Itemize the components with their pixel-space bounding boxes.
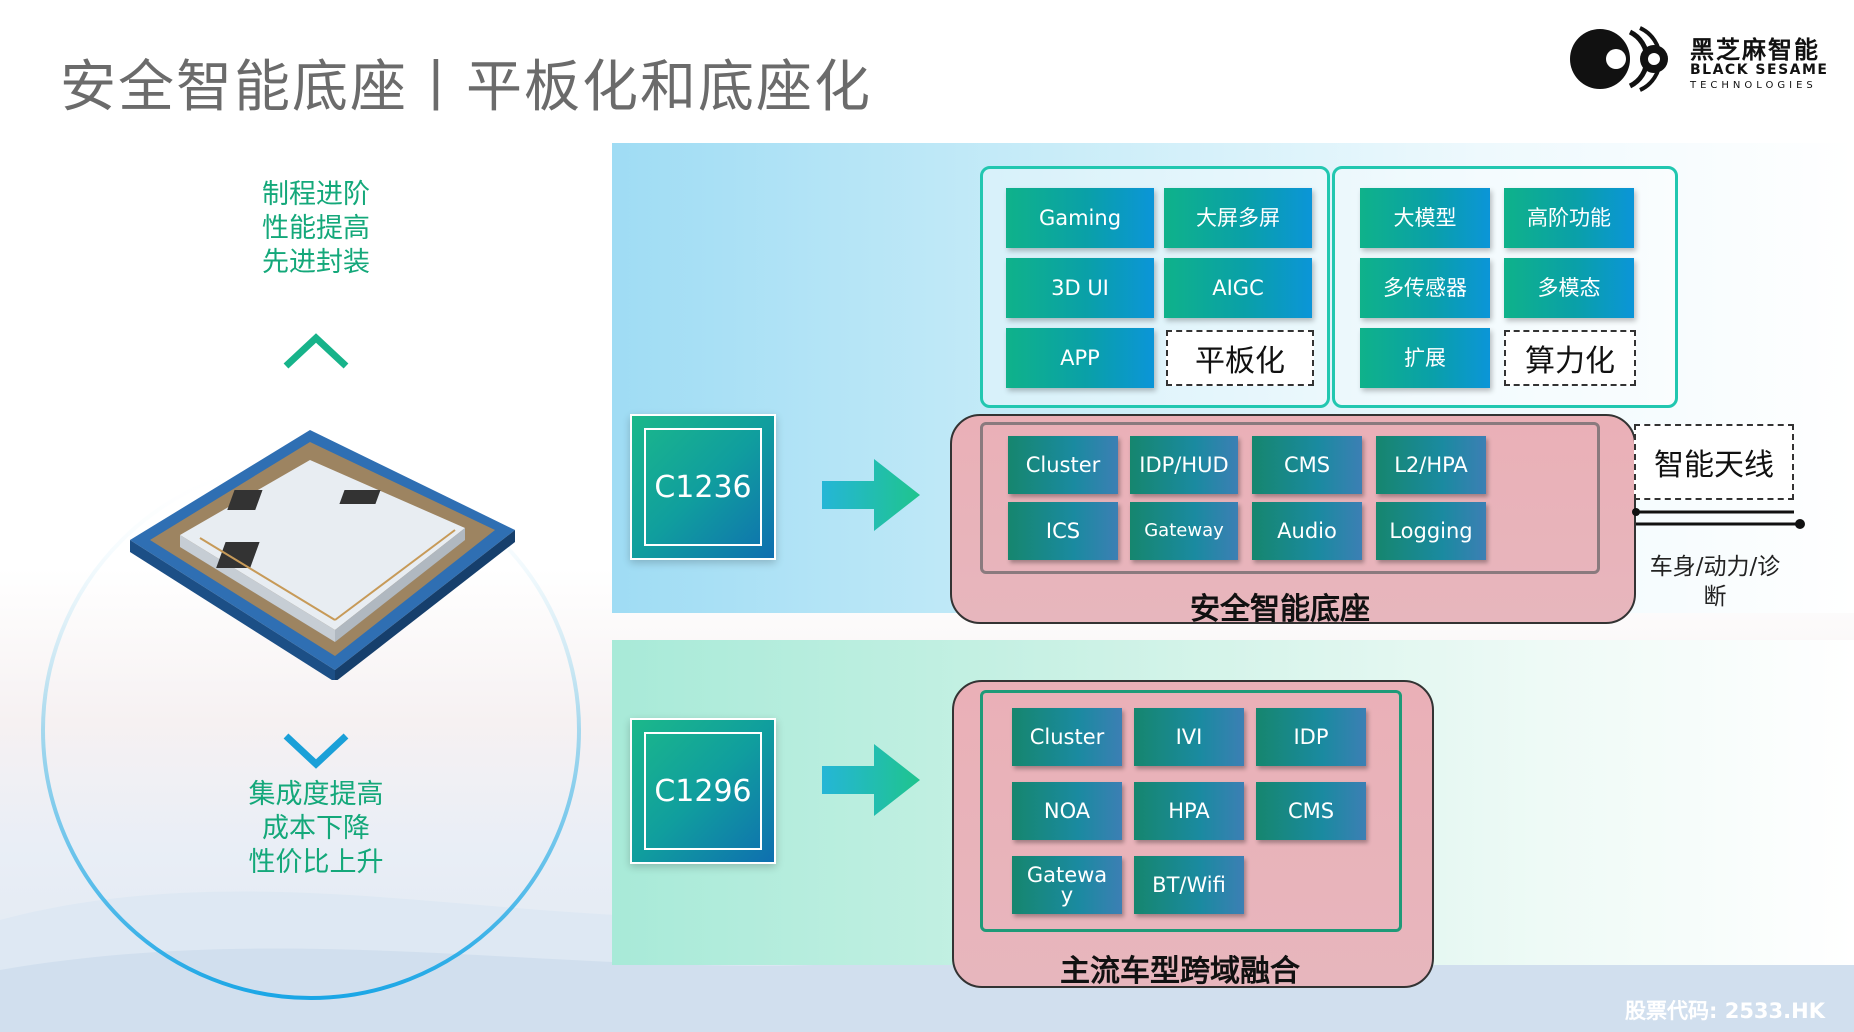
arrow-right-icon <box>822 744 920 816</box>
compute-label: 算力化 <box>1504 330 1636 386</box>
safety-base-inner-frame <box>980 422 1600 574</box>
safety-base-caption: 安全智能底座 <box>1190 592 1370 627</box>
safety-base-item: L2/HPA <box>1376 436 1486 494</box>
safety-base-item: ICS <box>1008 502 1118 560</box>
compute-item: 多模态 <box>1504 258 1634 318</box>
advantage-up-line: 制程进阶 <box>262 179 370 210</box>
fusion-item: BT/Wifi <box>1134 856 1244 914</box>
safety-base-item: Logging <box>1376 502 1486 560</box>
chip-c1236-label: C1236 <box>644 428 762 546</box>
stock-code: 股票代码: 2533.HK <box>1625 999 1825 1023</box>
compute-item: 扩展 <box>1360 328 1490 388</box>
fusion-inner-frame <box>980 690 1402 932</box>
fusion-item: IDP <box>1256 708 1366 766</box>
safety-base-item: IDP/HUD <box>1130 436 1238 494</box>
arrow-right-icon <box>822 459 920 531</box>
advantage-down-list: 集成度提高 成本下降 性价比上升 <box>206 778 426 880</box>
safety-base-item: Audio <box>1252 502 1362 560</box>
compute-item: 高阶功能 <box>1504 188 1634 248</box>
fusion-item: IVI <box>1134 708 1244 766</box>
bus-lines <box>1632 508 1805 529</box>
black-sesame-logo-icon <box>1570 26 1668 92</box>
advantage-up-line: 性能提高 <box>262 213 370 244</box>
antenna-label: 智能天线 <box>1634 424 1794 500</box>
page-title: 安全智能底座丨平板化和底座化 <box>60 55 872 120</box>
chevron-down-icon <box>283 733 349 769</box>
logo-english-name: BLACK SESAME <box>1690 62 1829 78</box>
chip-c1296-label: C1296 <box>644 732 762 850</box>
logo-english-sub: TECHNOLOGIES <box>1690 80 1817 91</box>
compute-item: 多传感器 <box>1360 258 1490 318</box>
fusion-item: HPA <box>1134 782 1244 840</box>
advantage-down-line: 性价比上升 <box>248 847 384 878</box>
fusion-item: Gateway <box>1012 856 1122 914</box>
advantage-up-line: 先进封装 <box>262 247 370 278</box>
compute-item: 大模型 <box>1360 188 1490 248</box>
fusion-caption: 主流车型跨域融合 <box>1060 954 1300 989</box>
tablet-item: Gaming <box>1006 188 1154 248</box>
chip-c1236: C1236 <box>630 414 776 560</box>
chip-c1296: C1296 <box>630 718 776 864</box>
tablet-item: 大屏多屏 <box>1164 188 1312 248</box>
advantage-down-line: 成本下降 <box>262 813 370 844</box>
fusion-item: Cluster <box>1012 708 1122 766</box>
antenna-note: 车身/动力/诊断 <box>1649 554 1781 610</box>
advantage-up-list: 制程进阶 性能提高 先进封装 <box>206 178 426 280</box>
tablet-label: 平板化 <box>1166 330 1314 386</box>
safety-base-item: Cluster <box>1008 436 1118 494</box>
advantage-down-line: 集成度提高 <box>248 779 384 810</box>
safety-base-item: Gateway <box>1130 502 1238 560</box>
chevron-up-icon <box>283 333 349 369</box>
chip-board-image <box>130 430 515 680</box>
logo-chinese-name: 黑芝麻智能 <box>1690 36 1820 64</box>
tablet-item: APP <box>1006 328 1154 388</box>
fusion-item: CMS <box>1256 782 1366 840</box>
safety-base-item: CMS <box>1252 436 1362 494</box>
tablet-item: 3D UI <box>1006 258 1154 318</box>
tablet-item: AIGC <box>1164 258 1312 318</box>
fusion-item: NOA <box>1012 782 1122 840</box>
